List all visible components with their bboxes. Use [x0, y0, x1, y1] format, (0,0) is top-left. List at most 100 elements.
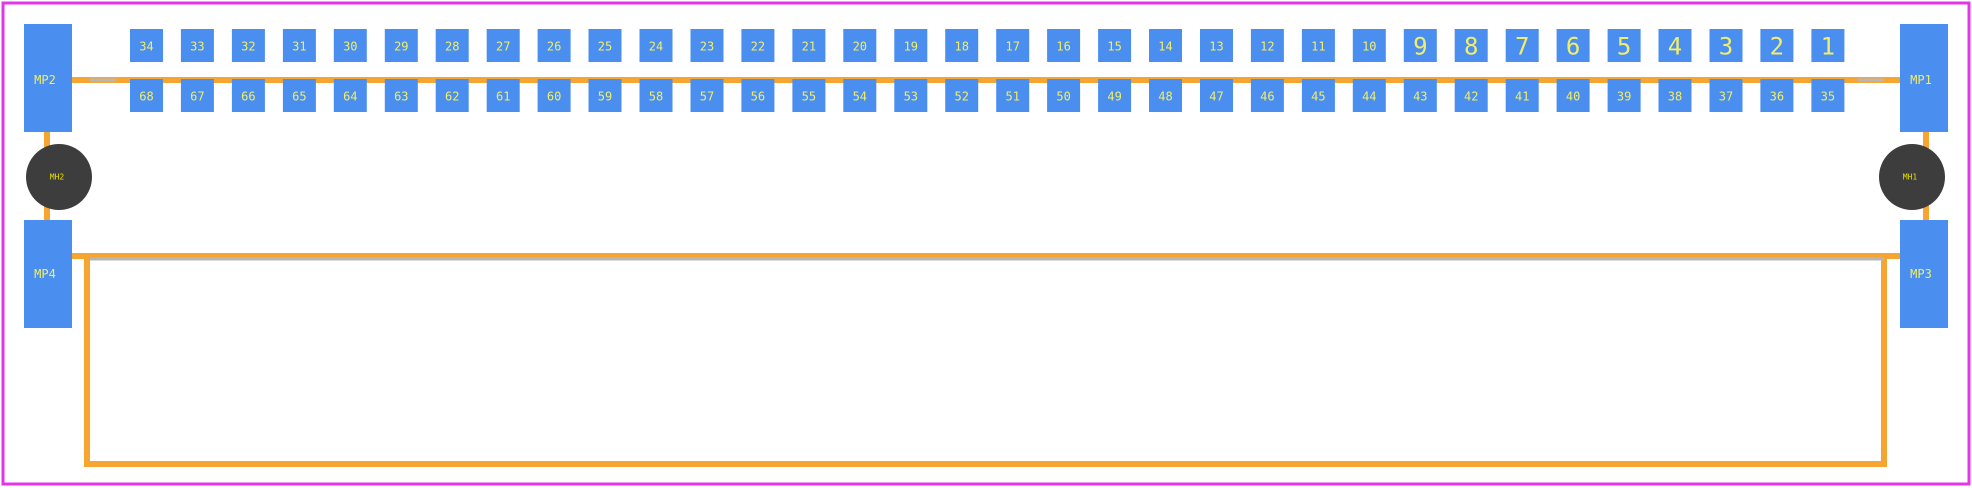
pad-30: [333, 29, 367, 62]
pad-54: [843, 79, 877, 112]
pad-8: [1454, 29, 1488, 62]
pad-55-label: 55: [802, 90, 816, 104]
pad-10-label: 10: [1362, 40, 1376, 54]
pad-7: [1505, 29, 1539, 62]
pad-46: [1250, 79, 1284, 112]
pad-38: [1658, 79, 1692, 112]
mounting-pad-mp2: [24, 24, 72, 132]
pad-43-label: 43: [1413, 90, 1427, 104]
pad-2: [1760, 29, 1794, 62]
pad-44-label: 44: [1362, 90, 1376, 104]
pad-61-label: 61: [496, 90, 510, 104]
pad-62-label: 62: [445, 90, 459, 104]
pad-52: [945, 79, 979, 112]
pad-40: [1556, 79, 1590, 112]
pad-51: [996, 79, 1030, 112]
pad-25: [588, 29, 622, 62]
pad-48: [1149, 79, 1182, 112]
pad-44: [1352, 79, 1386, 112]
mounting-hole-mh1-label: MH1: [1903, 173, 1918, 182]
pad-2-label: 2: [1770, 33, 1784, 61]
pad-51-label: 51: [1005, 90, 1019, 104]
pad-31-label: 31: [292, 40, 306, 54]
pad-55: [792, 79, 826, 112]
pad-39-label: 39: [1617, 90, 1631, 104]
pad-9-label: 9: [1413, 33, 1427, 61]
pad-64: [333, 79, 367, 112]
pad-63: [384, 79, 418, 112]
pad-3: [1709, 29, 1743, 62]
pad-24: [639, 29, 673, 62]
pad-68: [130, 79, 163, 112]
pad-20: [843, 29, 877, 62]
mounting-pad-mp2-label: MP2: [34, 73, 56, 87]
pad-14-label: 14: [1158, 40, 1172, 54]
mounting-pad-mp1-label: MP1: [1910, 73, 1932, 87]
pad-8-label: 8: [1464, 33, 1478, 61]
silkscreen-body-outline: [84, 256, 1887, 467]
pad-15-label: 15: [1107, 40, 1121, 54]
pad-42-label: 42: [1464, 90, 1478, 104]
pad-6: [1556, 29, 1590, 62]
pad-59-label: 59: [598, 90, 612, 104]
mounting-hole-mh1: [1879, 144, 1945, 210]
pad-9: [1403, 29, 1437, 62]
pad-63-label: 63: [394, 90, 408, 104]
pad-54-label: 54: [853, 90, 867, 104]
pad-65-label: 65: [292, 90, 306, 104]
pad-11-label: 11: [1311, 40, 1325, 54]
pad-45: [1301, 79, 1335, 112]
pad-33-label: 33: [190, 40, 204, 54]
pad-7-label: 7: [1515, 33, 1529, 61]
pad-57: [690, 79, 724, 112]
pad-50: [1047, 79, 1081, 112]
mounting-hole-mh2-label: MH2: [50, 173, 65, 182]
pad-43: [1403, 79, 1437, 112]
pad-30-label: 30: [343, 40, 357, 54]
pad-39: [1607, 79, 1641, 112]
pad-19: [894, 29, 928, 62]
pad-36: [1760, 79, 1794, 112]
pad-59: [588, 79, 622, 112]
mounting-pad-mp3: [1900, 220, 1948, 328]
pad-46-label: 46: [1260, 90, 1274, 104]
pad-14: [1149, 29, 1182, 62]
pad-22-label: 22: [751, 40, 765, 54]
pad-24-label: 24: [649, 40, 663, 54]
pad-53-label: 53: [904, 90, 918, 104]
pad-50-label: 50: [1056, 90, 1070, 104]
pad-35-label: 35: [1821, 90, 1835, 104]
pad-18: [945, 29, 979, 62]
pad-21-label: 21: [802, 40, 816, 54]
pad-34-label: 34: [139, 40, 153, 54]
mounting-pad-mp1: [1900, 24, 1948, 132]
pad-35: [1811, 79, 1845, 112]
pad-49-label: 49: [1107, 90, 1121, 104]
pad-12: [1250, 29, 1284, 62]
pad-45-label: 45: [1311, 90, 1325, 104]
pad-47-label: 47: [1209, 90, 1223, 104]
pad-66: [231, 79, 265, 112]
pad-19-label: 19: [904, 40, 918, 54]
pad-27-label: 27: [496, 40, 510, 54]
pad-21: [792, 29, 826, 62]
pad-36-label: 36: [1770, 90, 1784, 104]
pad-68-label: 68: [139, 90, 153, 104]
pad-11: [1301, 29, 1335, 62]
pad-10: [1352, 29, 1386, 62]
pad-37-label: 37: [1719, 90, 1733, 104]
pad-33: [180, 29, 214, 62]
pad-17: [996, 29, 1030, 62]
pad-64-label: 64: [343, 90, 357, 104]
pad-23: [690, 29, 724, 62]
pad-13-label: 13: [1209, 40, 1223, 54]
pad-29-label: 29: [394, 40, 408, 54]
pad-62: [435, 79, 469, 112]
pad-67: [180, 79, 214, 112]
pad-15: [1098, 29, 1132, 62]
mounting-pad-mp4: [24, 220, 72, 328]
pad-57-label: 57: [700, 90, 714, 104]
pad-27: [486, 29, 520, 62]
pad-5-label: 5: [1617, 33, 1631, 61]
